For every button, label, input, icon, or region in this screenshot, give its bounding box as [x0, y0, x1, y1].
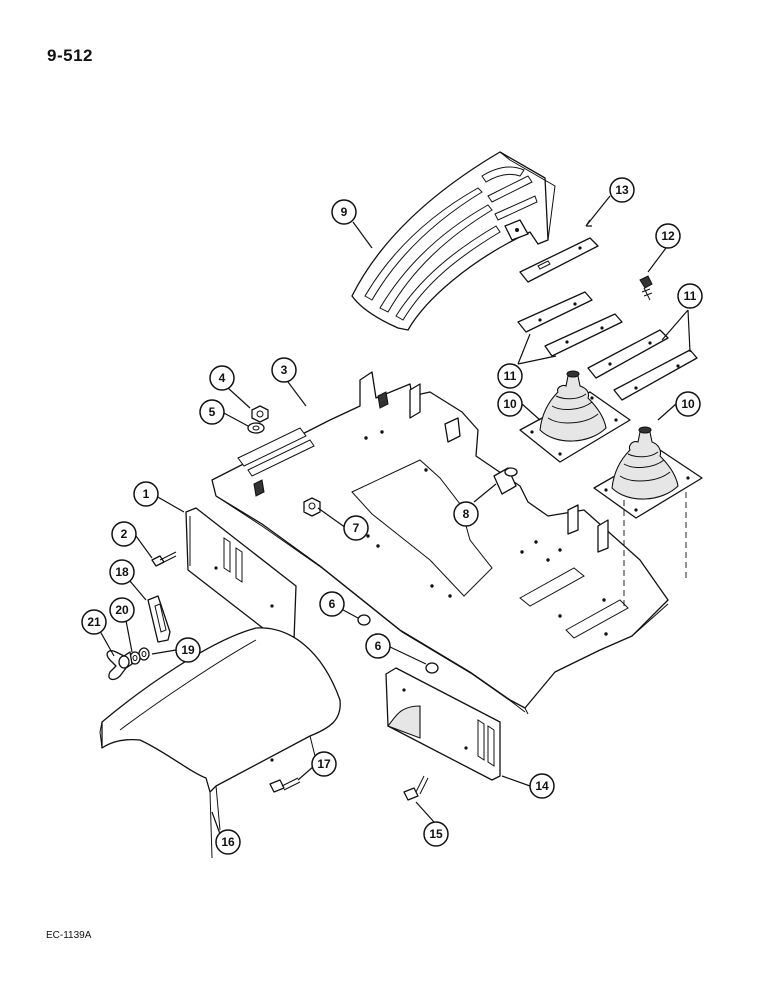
- callout-5-label: 5: [209, 405, 216, 419]
- part-3-floor-plate: [211, 371, 669, 715]
- callout-11a-label: 11: [504, 369, 517, 383]
- boot-alignment-lines: [623, 492, 687, 610]
- callout-20-label: 20: [115, 603, 129, 617]
- callout-12: 12: [655, 223, 681, 249]
- part-12-screw: [639, 275, 653, 301]
- callout-14-label: 14: [535, 779, 549, 793]
- callout-11b-label: 11: [684, 289, 697, 303]
- callout-6b-label: 6: [375, 639, 382, 653]
- callout-17-label: 17: [317, 757, 331, 771]
- callout-1-label: 1: [143, 487, 150, 501]
- callout-16: 16: [215, 829, 241, 855]
- part-13-plate: [519, 237, 599, 283]
- callout-11b: 11: [677, 283, 703, 309]
- callout-6a: 6: [319, 591, 345, 617]
- callout-3: 3: [271, 357, 297, 383]
- callout-8-label: 8: [463, 507, 470, 521]
- part-10-boot-right: [593, 426, 703, 519]
- part-10-boot-left: [519, 370, 631, 463]
- part-2-bolt: [151, 551, 177, 567]
- callout-15: 15: [423, 821, 449, 847]
- callout-18-label: 18: [115, 565, 129, 579]
- callout-6a-label: 6: [329, 597, 336, 611]
- callout-10b: 10: [675, 391, 701, 417]
- callout-10a-label: 10: [503, 397, 517, 411]
- part-5-washer: [247, 422, 265, 434]
- callout-13-label: 13: [615, 183, 629, 197]
- callout-14: 14: [529, 773, 555, 799]
- part-15-bolt: [403, 775, 429, 801]
- callout-16-label: 16: [221, 835, 235, 849]
- part-16-tunnel-cover: [99, 627, 341, 859]
- callout-21-label: 21: [87, 615, 101, 629]
- part-11-plates: [517, 291, 698, 401]
- callout-21: 21: [81, 609, 107, 635]
- callout-17: 17: [311, 751, 337, 777]
- part-4-nut: [251, 405, 269, 423]
- callout-13: 13: [609, 177, 635, 203]
- callout-10a: 10: [497, 391, 523, 417]
- callout-18: 18: [109, 559, 135, 585]
- callout-1: 1: [133, 481, 159, 507]
- callout-19: 19: [175, 637, 201, 663]
- leader-lines: [95, 195, 691, 835]
- part-18-latch: [147, 595, 171, 643]
- callout-9: 9: [331, 199, 357, 225]
- callout-9-label: 9: [341, 205, 348, 219]
- figure-code: EC-1139A: [46, 930, 92, 941]
- part-21-wing-nut: [106, 650, 133, 681]
- callout-7-label: 7: [353, 521, 360, 535]
- callout-8: 8: [453, 501, 479, 527]
- callout-2: 2: [111, 521, 137, 547]
- callout-2-label: 2: [121, 527, 128, 541]
- part-8-bushing: [493, 467, 518, 495]
- callout-10b-label: 10: [681, 397, 695, 411]
- part-14-side-panel: [385, 667, 501, 781]
- part-19-washer: [138, 647, 150, 661]
- part-6-plug-a: [357, 614, 371, 626]
- callout-11a: 11: [497, 363, 523, 389]
- callout-15-label: 15: [429, 827, 443, 841]
- callout-19-label: 19: [181, 643, 195, 657]
- part-6-plug-b: [425, 662, 439, 674]
- callout-4: 4: [209, 365, 235, 391]
- part-7-nut: [303, 497, 321, 517]
- callout-6b: 6: [365, 633, 391, 659]
- callout-5: 5: [199, 399, 225, 425]
- part-17-bolt: [269, 777, 301, 793]
- page-number: 9-512: [47, 46, 93, 65]
- callout-4-label: 4: [219, 371, 226, 385]
- part-1-side-panel: [185, 507, 297, 647]
- callout-7: 7: [343, 515, 369, 541]
- part-9-gate-cover: [351, 151, 556, 331]
- callout-20: 20: [109, 597, 135, 623]
- callout-3-label: 3: [281, 363, 288, 377]
- callout-12-label: 12: [661, 229, 675, 243]
